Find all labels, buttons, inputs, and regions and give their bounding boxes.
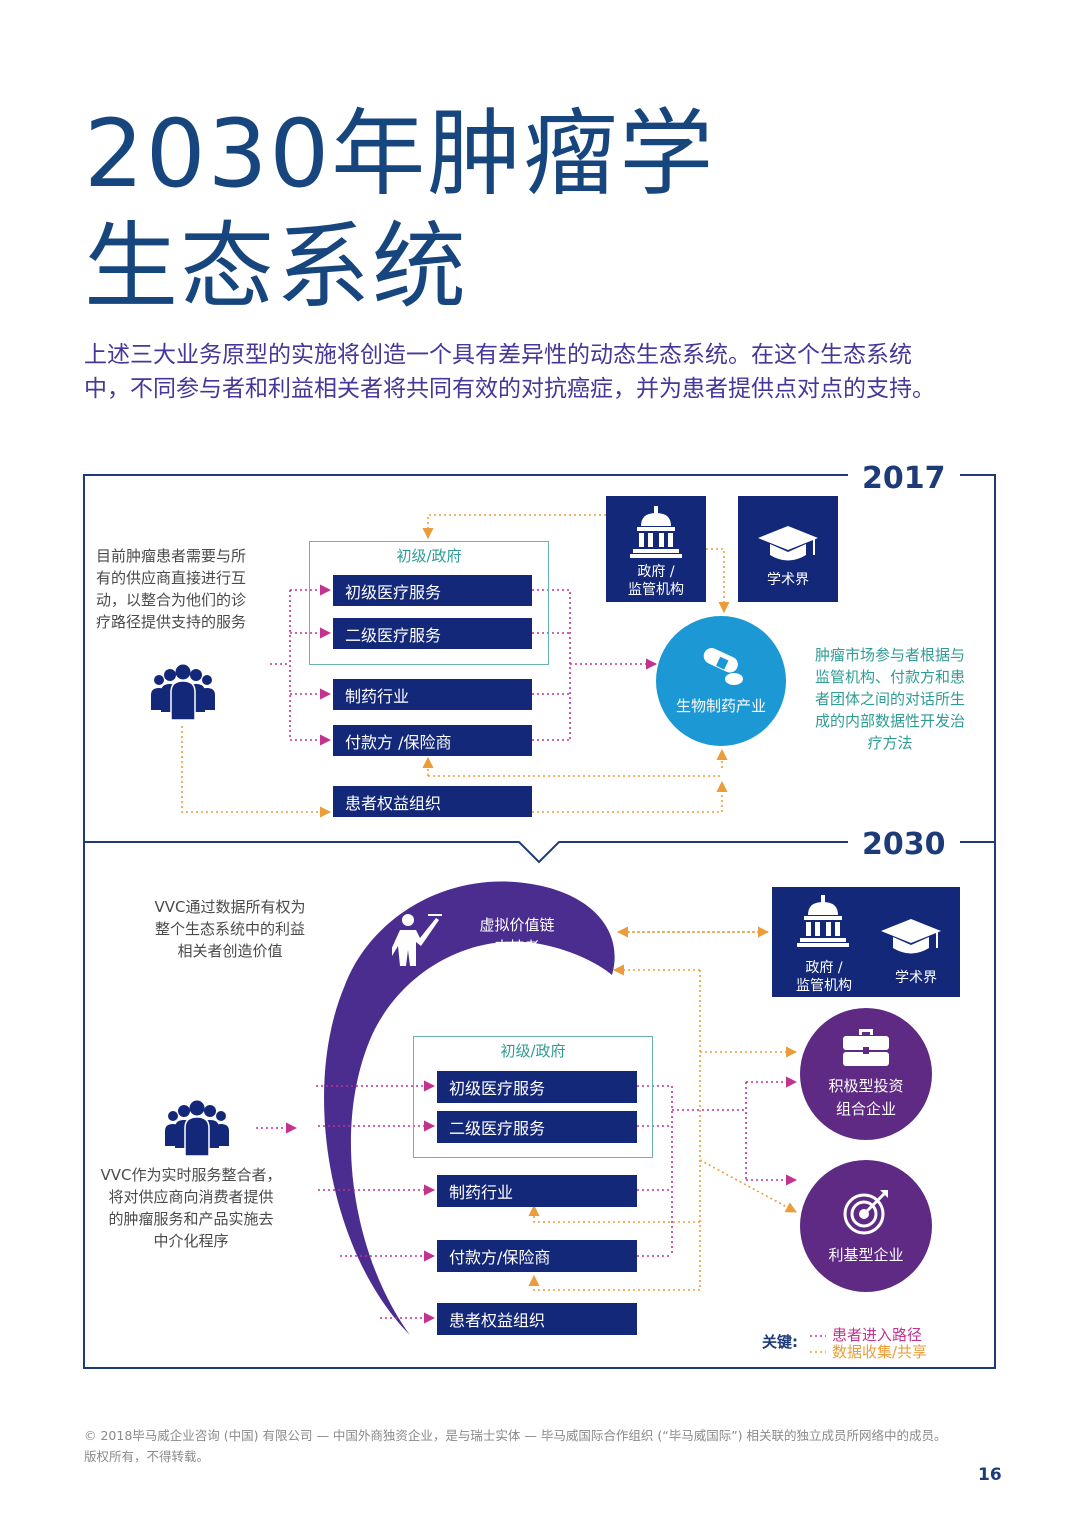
government-label-1: 政府 /: [637, 564, 675, 580]
active-investment-label: 积极型投资 组合企业: [828, 1077, 904, 1118]
market-participants-description: 肿瘤市场参与者根据与 监管机构、付款方和患 者团体之间的对话所生 成的内部数据性…: [814, 646, 965, 752]
intro-line-1: 上述三大业务原型的实施将创造一个具有差异性的动态生态系统。在这个生态系统: [84, 342, 912, 368]
copyright-footer: © 2018毕马威企业咨询 (中国) 有限公司 — 中国外商独资企业，是与瑞士实…: [84, 1428, 947, 1464]
group-label-2030: 初级/政府: [500, 1042, 566, 1060]
box-pharma-industry: 制药行业: [333, 679, 532, 710]
box-primary-care: 初级医疗服务: [333, 575, 532, 606]
current-state-description: 目前肿瘤患者需要与所 有的供应商直接进行互 动，以整合为他们的诊 疗路径提供支持…: [96, 547, 247, 631]
intro-line-2: 中，不同参与者和利益相关者将共同有效的对抗癌症，并为患者提供点对点的支持。: [84, 376, 935, 402]
primary-government-group: [309, 541, 549, 665]
niche-companies-label: 利基型企业: [828, 1245, 904, 1264]
box-payer-insurer: 付款方 /保险商: [333, 725, 532, 756]
briefcase-icon: [843, 1029, 889, 1066]
government-label-2: 监管机构: [628, 582, 684, 598]
academia-tile: 学术界: [738, 496, 838, 602]
pills-icon: [703, 647, 743, 685]
niche-companies-circle: 利基型企业: [800, 1160, 932, 1292]
government-label-2030: 政府 / 监管机构: [796, 960, 852, 994]
academia-label-2030: 学术界: [895, 970, 937, 986]
year-2017: 2017: [848, 461, 960, 497]
title-line-2: 生态系统: [84, 213, 469, 322]
box-pharma-industry-2030: 制药行业: [437, 1175, 637, 1207]
year-2030: 2030: [848, 827, 960, 863]
box-secondary-care-2030: 二级医疗服务: [437, 1111, 637, 1143]
vvc-value-description: VVC通过数据所有权为 整个生态系统中的利益 相关者创造价值: [154, 898, 306, 960]
box-payer-insurer-2030: 付款方/保险商: [437, 1240, 637, 1272]
presenter-icon: [392, 914, 442, 966]
active-investment-portfolio-circle: 积极型投资 组合企业: [800, 1008, 932, 1140]
academia-label: 学术界: [767, 572, 809, 588]
capitol-building-icon: [630, 506, 682, 558]
box-patient-advocacy: 患者权益组织: [333, 786, 532, 817]
primary-government-group-2030: [413, 1036, 653, 1158]
target-icon: [843, 1189, 888, 1234]
patients-group-icon: [151, 664, 215, 720]
legend-data-sharing: 数据收集/共享: [832, 1343, 928, 1361]
vvc-enabler-label: 虚拟价值链 支持者: [479, 916, 555, 956]
graduation-cap-icon-2030: [881, 919, 941, 954]
government-academia-tile-2030: 政府 / 监管机构 学术界: [772, 887, 960, 997]
patients-group-icon-2030: [165, 1100, 229, 1156]
capitol-building-icon-2030: [797, 895, 849, 947]
page-number: 16: [978, 1465, 1002, 1485]
legend-patient-pathway: 患者进入路径: [832, 1326, 923, 1344]
diagram-frame: [83, 474, 996, 1369]
biopharma-label: 生物制药产业: [675, 696, 766, 715]
group-label: 初级/政府: [396, 547, 462, 565]
section-divider: [84, 841, 996, 864]
box-patient-advocacy-2030: 患者权益组织: [437, 1303, 637, 1335]
page-title: 2030年肿瘤学 生态系统: [84, 98, 715, 324]
graduation-cap-icon: [758, 526, 818, 561]
vvc-swoosh: [324, 881, 615, 1335]
intro-paragraph: 上述三大业务原型的实施将创造一个具有差异性的动态生态系统。在这个生态系统 中，不…: [84, 338, 1014, 406]
vvc-disintermediation-description: VVC作为实时服务整合者， 将对供应商向消费者提供 的肿瘤服务和产品实施去 中介…: [100, 1166, 282, 1250]
box-primary-care-2030: 初级医疗服务: [437, 1071, 637, 1103]
biopharma-industry-circle: 生物制药产业: [656, 616, 786, 746]
legend-key-label: 关键:: [762, 1333, 798, 1351]
government-regulator-tile: 政府 / 监管机构: [606, 496, 706, 602]
title-line-1: 2030年肿瘤学: [84, 100, 716, 209]
box-secondary-care: 二级医疗服务: [333, 618, 532, 649]
